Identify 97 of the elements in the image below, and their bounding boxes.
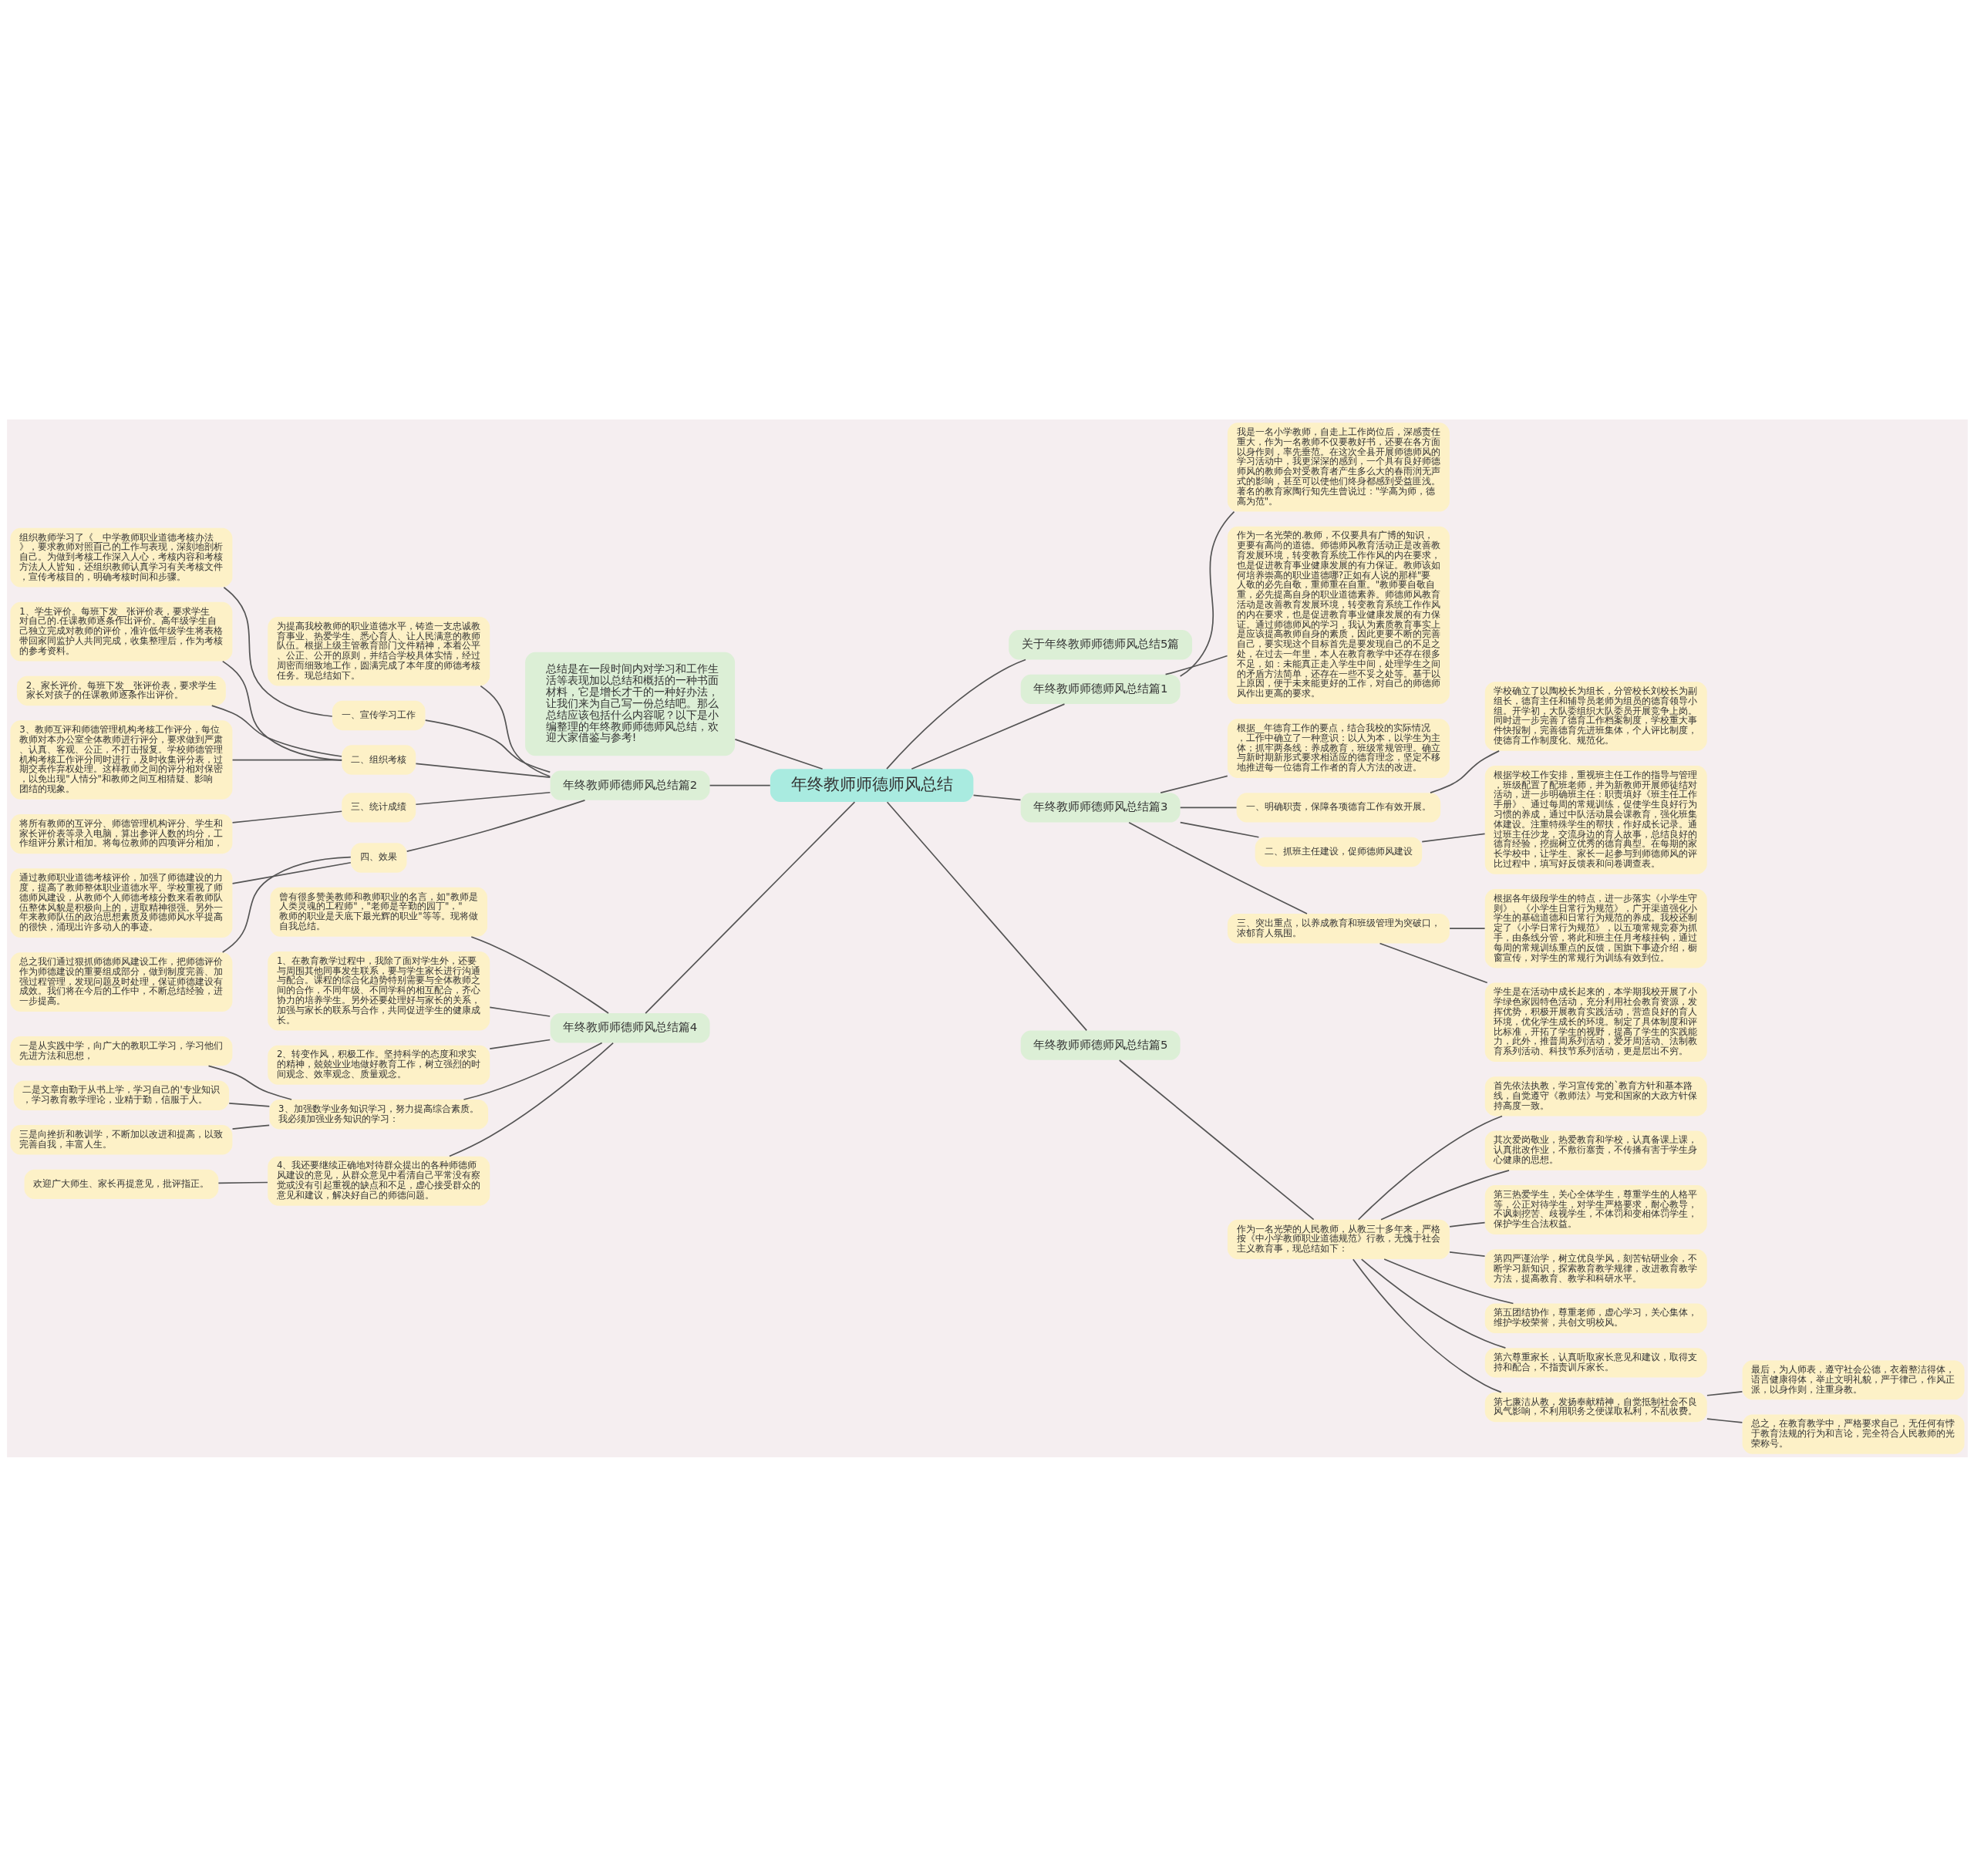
node-box: 第七廉洁从教，发扬奉献精神，自觉抵制社会不良风气影响，不利用职务之便谋取私利，不乱收费。: [1484, 1392, 1707, 1422]
node-box: 3、教师互评和师德管理机构考核工作评分，每位教师对本办公室全体教师进行评分，要求做到严肃、认真、客观、公正，不打击报复。学校师德管理机构考核工作评分同时进行，及时收集评分表，过期交表作弃权处理。这样教师之间的评分相对保密，以免出现"人情分"和教师之间互相猜疑、影响团结的现象。: [9, 719, 232, 800]
node-box: 学校确立了以陶校长为组长，分管校长刘校长为副组长，德育主任和辅导员老师为组员的德育领导小组。开学初，大队委组织大队委员开展竞争上岗。同时进一步完善了德育工作档案制度，学校重大事件快报制，完善德育先进班集体，个人评比制度，使德育工作制度化、规范化。: [1484, 681, 1707, 751]
connector: [221, 660, 342, 761]
connector: [217, 1181, 268, 1184]
node-box: 3、加强数学业务知识学习，努力提高综合素质。我必须加强业务知识的学习：: [268, 1099, 488, 1129]
node-box: 第五团结协作，尊重老师，虚心学习，关心集体，维护学校荣誉，共创文明校风。: [1484, 1303, 1707, 1333]
connector: [1429, 749, 1500, 793]
node-box: 根据__年德育工作的要点，结合我校的实际情况，工作中确立了一种意识：以人为本，以学生为主体；抓牢两条线：养成教育，班级常规管理。确立与新时期新形式要求相适应的德育理念，坚定不移地推进每一位德育工作者的育人方法的改进。: [1227, 718, 1450, 778]
node-box: 二、抓班主任建设，促师德师风建设: [1255, 837, 1422, 867]
node-box: 第三热爱学生，关心全体学生，尊重学生的人格平等，公正对待学生，对学生严格要求，耐心教导，不讽刺挖苦、歧视学生，不体罚和变相体罚学生，保护学生合法权益。: [1484, 1184, 1707, 1234]
node-box: 1、在教育教学过程中，我除了面对学生外，还要与周围其他同事发生联系，要与学生家长进行沟通与配合。课程的综合化趋势特别需要与全体教师之间的合作，不同年级、不同学科的相互配合，齐心协力的培养学生。另外还要处理好与家长的关系，加强与家长的联系与合作，共同促进学生的健康成长。: [267, 951, 490, 1030]
connector: [1352, 1258, 1502, 1393]
connector: [709, 784, 771, 786]
connector: [1127, 821, 1308, 914]
connector: [1420, 833, 1485, 842]
connector: [1706, 1417, 1743, 1423]
node-box: 最后，为人师表，遵守社会公德，衣着整洁得体，语言健康得体，举止文明礼貌，严于律己，作风正派，以身作则，注重身教。: [1742, 1359, 1965, 1399]
node-box: 曾有很多赞美教师和教师职业的名言，如"教师是人类灵魂的工程师"，"老师是辛勤的园丁"，"教师的职业是天底下最光辉的职业"等等。现将做自我总结。: [269, 887, 487, 937]
connector: [1379, 942, 1488, 983]
connector: [223, 586, 333, 717]
connector: [488, 1006, 551, 1017]
connector: [448, 1042, 614, 1157]
connector: [1159, 775, 1228, 793]
node-box: 三、统计成绩: [341, 792, 416, 823]
connector: [221, 856, 352, 953]
node-box: 四、效果: [350, 842, 406, 873]
node-box: 年终教师师德师风总结篇1: [1020, 674, 1181, 704]
connector: [231, 810, 342, 823]
node-box: 我是一名小学教师，自走上工作岗位后，深感责任重大，作为一名教师不仅要教好书，还要在各方面以身作则，率先垂范。在这次全县开展师德师风的学习活动中，我更深深的感到，一个具有良好师德师风的教师会对受教育者产生多么大的春雨润无声式的影响，甚至可以使他们终身都感到受益匪浅。著名的教育家陶行知先生曾说过："学高为师，德高为范"。: [1227, 422, 1450, 511]
connector: [1379, 1169, 1510, 1221]
connector: [1179, 821, 1259, 838]
node-box: 一、明确职责，保障各项德育工作有效开展。: [1236, 792, 1440, 823]
node-box: 年终教师师德师风总结: [770, 768, 973, 802]
connector: [463, 1042, 602, 1100]
connector: [1448, 1251, 1485, 1257]
node-box: 第六尊重家长，认真听取家长意见和建议，取得支持和配合，不指责训斥家长。: [1484, 1347, 1707, 1378]
node-box: 总结是在一段时间内对学习和工作生活等表现加以总结和概括的一种书面材料，它是增长才干的一种好办法，让我们来为自己写一份总结吧。那么总结应该包括什么内容呢？以下是小编整理的年终教师师德师风总结，欢迎大家借鉴与参考!: [524, 652, 735, 756]
connector: [231, 861, 352, 884]
connector: [488, 1039, 551, 1049]
node-box: 组织教师学习了《__中学教师职业道德考核办法》，要求教师对照自己的工作与表现，深刻地剖析自己。为做到考核工作深入人心，考核内容和考核方法人人皆知，还组织教师认真学习有关考核文件，宣传考核目的，明确考核时间和步骤。: [9, 527, 232, 588]
connector: [207, 1065, 292, 1100]
node-box: 三、突出重点，以养成教育和班级管理为突破口，浓郁育人氛围。: [1227, 913, 1450, 943]
node-box: 总之我们通过狠抓师德师风建设工作，把师德评价作为师德建设的重要组成部分，做到制度完善、加强过程管理，发现问题及时处理，保证师德建设有成效。我们将在今后的工作中，不断总结经验，进一步提高。: [9, 951, 232, 1012]
connector: [1164, 655, 1228, 675]
node-box: 作为一名光荣的.教师，不仅要具有广博的知识，更要有高尚的道德。师德师风教育活动正是改善教育发展环境，转变教育系统工作作风的内在要求，也是促进教育事业健康发展的有力保证。教师该如何培养崇高的职业道德哪?正如有人说的那样"要人敬的必先自敬，重师重在自重。"教师要自敬自重，必先提高自身的职业道德素养。师德师风教育活动是改善教育发展环境，转变教育系统工作作风的内在要求，也是促进教育事业健康发展的有力保证。通过师德师风的学习，我认为素质教育事实上是应该提高教师自身的素质，因此更要不断的完善自己，要实现这个目标首先是要发现自己的不足之处，在过去一年里，本人在教育教学中还存在很多不足，如：未能真正走入学生中间，处理学生之间的矛盾方法简单，还存在一些不妥之处等。基于以上原因，便于未来能更好的工作，对自己的师德师风作出更高的要求。: [1227, 526, 1450, 704]
connector: [1383, 1258, 1514, 1304]
node-box: 为提高我校教师的职业道德水平，铸造一支忠诚教育事业、热爱学生、悉心育人、让人民满意的教师队伍。根据上级主管教育部门文件精神，本着公平、公正、公开的原则，并结合学校具体实情，经过周密而细致地工作，圆满完成了本年度的师德考核任务。现总结如下。: [267, 616, 490, 686]
node-box: 第四严谨治学，树立优良学风，刻苦钻研业余，不断学习新知识，探索教育教学规律，改进教育教学方法，提高教育、教学和科研水平。: [1484, 1248, 1707, 1288]
node-box: 年终教师师德师风总结篇3: [1020, 792, 1181, 823]
connector: [734, 738, 823, 770]
node-box: 学生是在活动中成长起来的，本学期我校开展了小学绿色家园特色活动，充分利用社会教育资源，发挥优势，积极开展教育实践活动，营造良好的育人环境，优化学生成长的环境。制定了具体制度和评比标准，开拓了学生的视野，提高了学生的实践能力，此外，推普周系列活动，爱牙周活动、法制教育系列活动、科技节系列活动，更是层出不穷。: [1484, 982, 1707, 1062]
connector: [972, 794, 1021, 800]
node-box: 首先依法执教，学习宣传党的`教育方针和基本路线，自觉遵守《教师法》与党和国家的大政方针保持高度一致。: [1484, 1076, 1707, 1116]
connector: [424, 719, 551, 773]
connector: [211, 704, 342, 757]
connector: [231, 759, 342, 760]
connector: [910, 702, 1065, 770]
connector: [1360, 1258, 1506, 1349]
connector: [1448, 927, 1485, 929]
connector: [1118, 1059, 1314, 1221]
node-box: 三是向挫折和教训学，不断加以改进和提高，以致完善自我，丰富人生。: [9, 1124, 232, 1154]
connector: [231, 1123, 270, 1130]
connector: [1357, 1115, 1503, 1221]
node-box: 总之，在教育教学中，严格要求自己，无任何有悖于教育法规的行为和言论，完全符合人民教师的光荣称号。: [1742, 1414, 1965, 1454]
node-box: 作为一名光荣的人民教师，从教三十多年来，严格按《中小学教师职业道德规范》行教，无愧于社会主义教育事，现总结如下：: [1227, 1219, 1450, 1259]
connector: [470, 935, 609, 1014]
node-box: 年终教师师德师风总结篇2: [550, 770, 710, 800]
node-box: 二是文章由勤于从书上学，学习自己的'专业知识，学习教育教学理论，业精于勤，信服于人。: [13, 1080, 229, 1110]
connector: [885, 658, 1026, 770]
node-box: 1、学生评价。每班下发__张评价表，要求学生对自己的.任课教师逐条作出评价。高年级学生自己独立完成对教师的评价，准许低年级学生将表格带回家同监护人共同完成，收集整理后，作为考核的参考资料。: [9, 601, 232, 662]
node-box: 将所有教师的互评分、师德管理机构评分、学生和家长评价表等录入电脑，算出参评人数的均分，工作组评分累计相加。将每位教师的四项评分相加，: [9, 813, 232, 854]
connector: [415, 791, 551, 805]
node-box: 欢迎广大师生、家长再提意见，批评指正。: [24, 1169, 218, 1199]
node-box: 其次爱岗敬业，热爱教育和学校，认真备课上课，认真批改作业，不敷衍塞责，不传播有害于学生身心健康的思想。: [1484, 1130, 1707, 1170]
connector: [1179, 807, 1237, 808]
connector: [406, 799, 585, 852]
connector: [227, 1102, 270, 1107]
connector: [1706, 1390, 1743, 1396]
node-box: 2、转变作风，积极工作。坚持科学的态度和求实的精神，兢兢业业地做好教育工作，树立强烈的时间观念、效率观念、质量观念。: [267, 1045, 490, 1085]
connector: [415, 763, 551, 778]
node-box: 关于年终教师师德师风总结5篇: [1008, 629, 1192, 659]
node-box: 根据学校工作安排，重视班主任工作的指导与管理，班级配置了配班老师，并为新教师开展师徒结对活动，进一步明确班主任：职责填好《班主任工作手册》、通过每周的常规训练，促使学生良好行为习惯的养成，通过中队活动晨会课教育，强化班集体建设。注重特殊学生的帮扶，作好成长记录。通过班主任沙龙，交流身边的育人故事，总结良好的德育经验，挖掘树立优秀的德育典型。在每期的家长学校中，让学生、家长一起参与到师德师风的评比过程中，填写好反馈表和问卷调查表。: [1484, 765, 1707, 874]
node-box: 年终教师师德师风总结篇5: [1020, 1029, 1181, 1060]
connector: [886, 800, 1087, 1031]
node-box: 2、家长评价。每班下发__张评价表，要求学生家长对孩子的任课教师逐条作出评价。: [16, 675, 226, 706]
node-box: 4、我还要继续正确地对待群众提出的各种师德师风建设的意见，从群众意见中看清自己平常没有察觉或没有引起重视的缺点和不足，虚心接受群众的意见和建议，解决好自己的师德问题。: [267, 1156, 490, 1206]
node-box: 一、宣传学习工作: [332, 700, 425, 730]
node-box: 通过教师职业道德考核评价，加强了师德建设的力度，提高了教师整体职业道德水平。学校重视了师德师风建设，从教师个人师德考核分数来看教师队伍整体风貌是积极向上的，进取精神很强。另外一年来教师队伍的政治思想素质及师德师风水平提高的很快，涌现出许多动人的事迹。: [9, 867, 232, 938]
connector: [644, 800, 855, 1014]
connector: [1179, 510, 1235, 677]
node-box: 年终教师师德师风总结篇4: [550, 1012, 710, 1042]
node-box: 根据各年级段学生的特点，进一步落实《小学生守则》、《小学生日常行为规范》，广开渠道强化小学生的基础道德和日常行为规范的养成。我校还制定了《小学日常行为规范》，以五项常规竞赛为抓手，由条线分管，将此和班主任月考核挂钩，通过每周的常规训练重点的反馈，国旗下事迹介绍，橱窗宣传，对学生的常规行为训练有效到位。: [1484, 888, 1707, 968]
connector: [480, 685, 551, 777]
node-box: 二、组织考核: [341, 744, 416, 775]
node-box: 一是从实践中学，向广大的教职工学习，学习他们先进方法和思想，: [9, 1036, 232, 1066]
connector: [1448, 1221, 1485, 1228]
